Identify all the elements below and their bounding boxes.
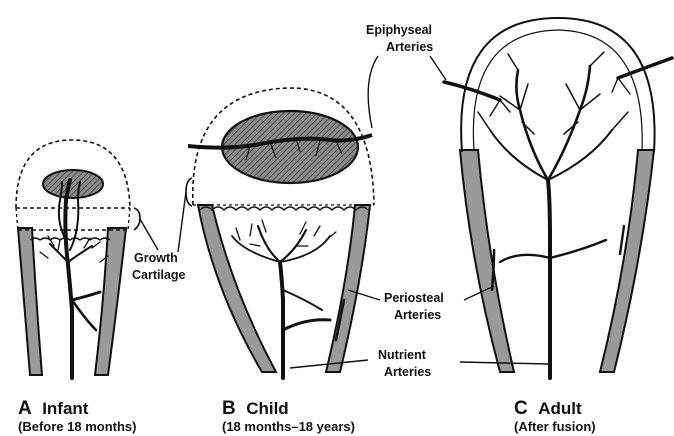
panel-c-subtitle: (After fusion): [514, 419, 596, 434]
panel-b-subtitle: (18 months–18 years): [222, 419, 355, 434]
infant-cortex-left: [18, 228, 42, 375]
epiphyseal-arteries-label-line1: Epiphyseal: [366, 23, 432, 37]
growth-cartilage-label-line2: Cartilage: [132, 268, 186, 282]
infant-cortex-right: [95, 228, 126, 375]
infant-bone: [16, 140, 130, 378]
child-bone: [188, 88, 374, 378]
panel-a-name: Infant: [42, 399, 89, 418]
adult-cortex-left: [460, 150, 514, 372]
panel-b-caption: B Child: [222, 398, 289, 419]
panel-a-subtitle: (Before 18 months): [18, 419, 136, 434]
periosteal-arteries-label-line2: Arteries: [394, 308, 441, 322]
nutrient-arteries-label-line1: Nutrient: [378, 348, 427, 362]
growth-cartilage-label-line1: Growth: [134, 251, 178, 265]
child-metaphysis-border: [200, 207, 368, 210]
child-arteries: [232, 220, 344, 378]
panel-c-name: Adult: [538, 399, 582, 418]
adult-epiphyseal-artery-left: [444, 82, 500, 100]
growth-cartilage-bracket-b: [186, 178, 192, 206]
growth-cartilage-bracket-a: [134, 208, 140, 230]
panel-c-letter: C: [514, 398, 528, 419]
child-cortex-right: [326, 205, 370, 372]
epiphyseal-arteries-label-line2: Arteries: [386, 40, 433, 54]
infant-ossific-nucleus: [43, 170, 103, 198]
panel-a-caption: A Infant: [18, 398, 89, 419]
panel-c-caption: C Adult: [514, 398, 582, 419]
infant-metaphysis-border: [30, 238, 110, 240]
panel-a-letter: A: [18, 398, 32, 419]
growth-cartilage-pointer-a: [140, 219, 158, 250]
growth-cartilage-pointer-b: [178, 192, 186, 252]
panel-b-name: Child: [246, 399, 289, 418]
nutrient-arteries-label-line2: Arteries: [384, 365, 431, 379]
adult-bone: [444, 18, 672, 378]
panel-b-letter: B: [222, 398, 236, 419]
adult-cortex-right: [600, 150, 654, 372]
periosteal-arteries-label-line1: Periosteal: [384, 291, 444, 305]
